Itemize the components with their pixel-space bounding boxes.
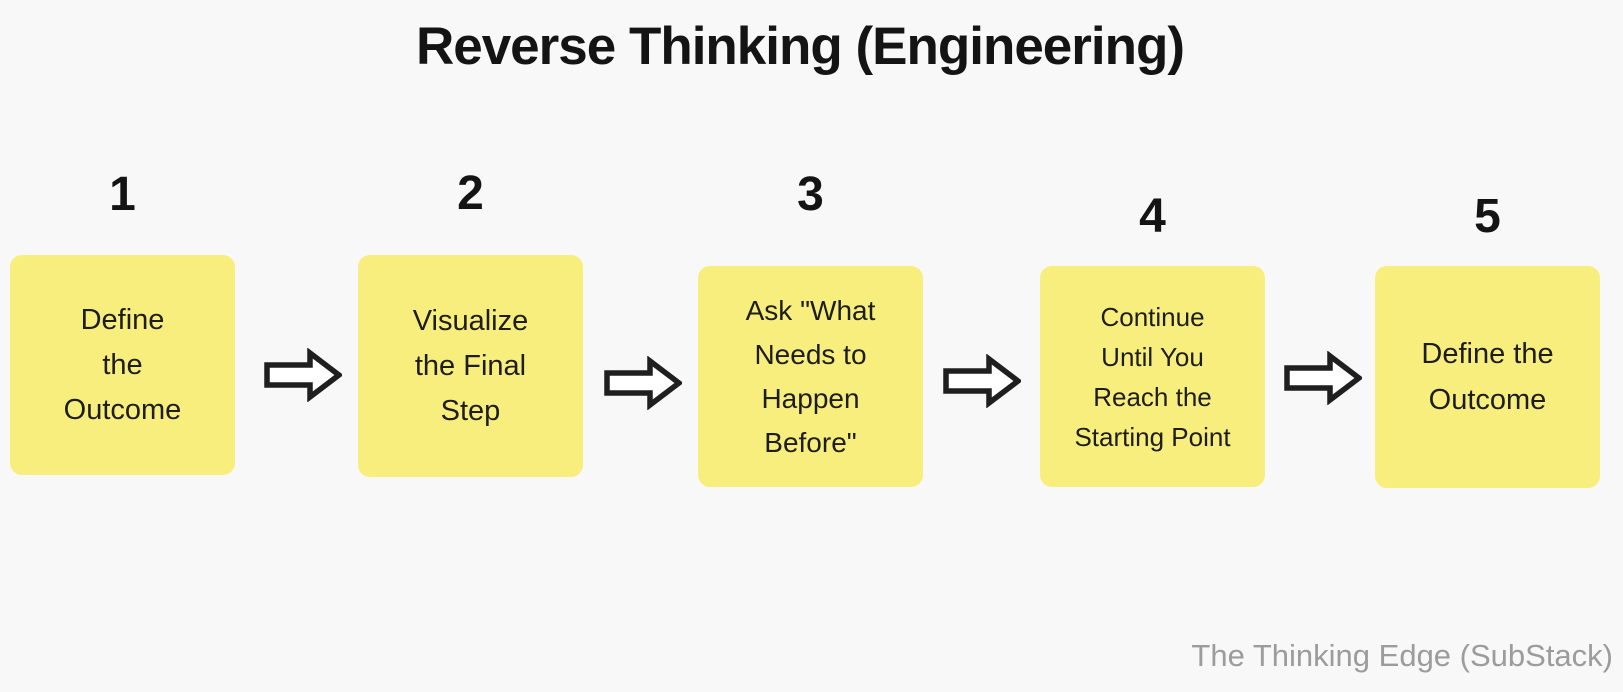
step-1: 1 Define the Outcome [10,0,235,692]
sticky-note: Visualize the Final Step [358,255,583,477]
sticky-note: Define the Outcome [1375,266,1600,488]
page-title: Reverse Thinking (Engineering) [415,17,1185,76]
step-2: 2 Visualize the Final Step [358,0,583,692]
step-3: 3 Ask "What Needs to Happen Before" [698,0,923,692]
step-number: 3 [797,168,824,221]
arrow-right-icon [604,356,682,410]
step-number: 2 [457,167,484,220]
arrow-right-icon [943,354,1021,408]
attribution-text: The Thinking Edge (SubStack) [1191,638,1613,673]
sticky-note: Continue Until You Reach the Starting Po… [1040,266,1265,487]
step-number: 1 [109,168,136,221]
arrow-right-icon [1284,351,1362,405]
arrow-right-icon [264,348,342,402]
step-5: 5 Define the Outcome [1375,0,1600,692]
step-4: 4 Continue Until You Reach the Starting … [1040,0,1265,692]
sticky-note: Define the Outcome [10,255,235,475]
step-number: 5 [1474,190,1501,243]
sticky-note: Ask "What Needs to Happen Before" [698,266,923,487]
step-number: 4 [1139,190,1166,243]
